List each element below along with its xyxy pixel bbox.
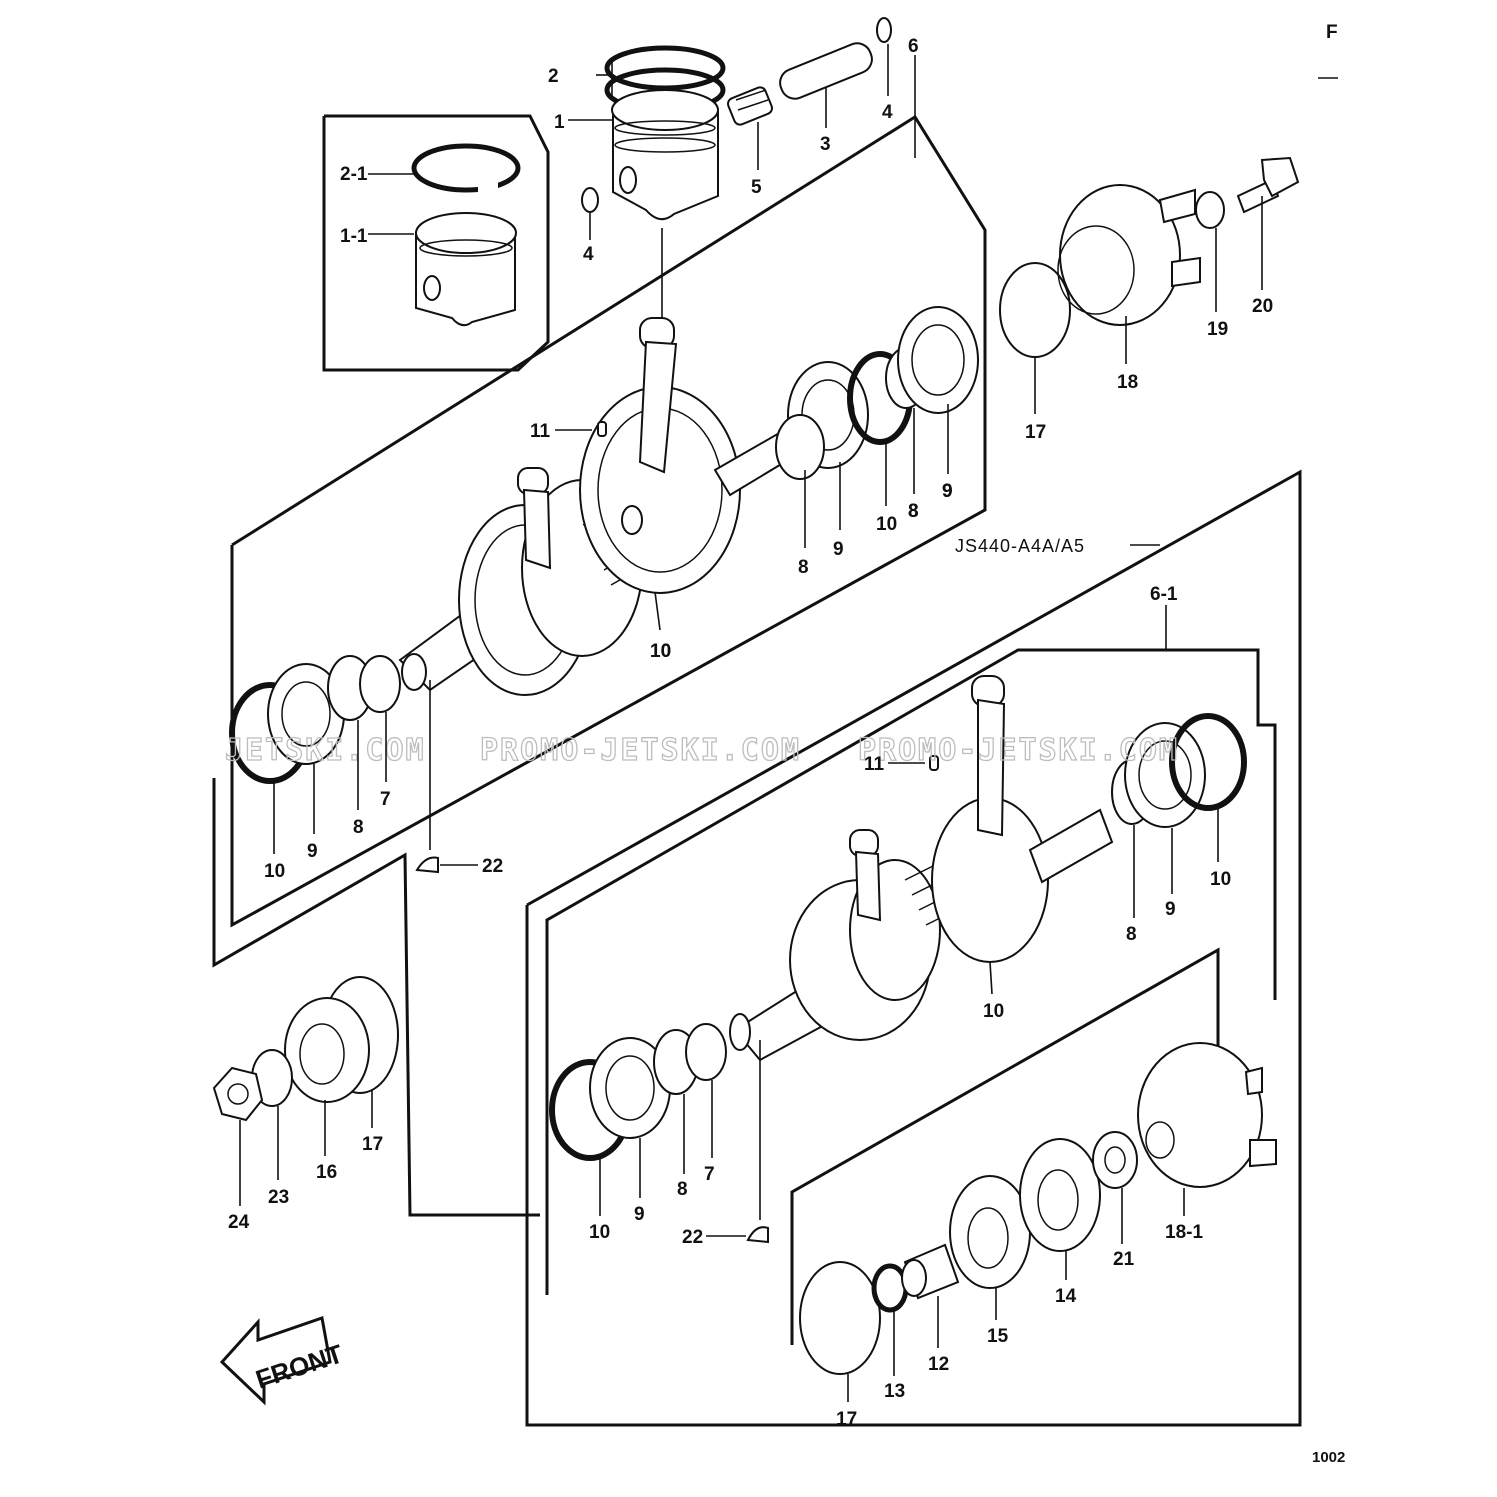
o-ring-13: [871, 1263, 909, 1313]
coupling-18-1: [1137, 1042, 1277, 1188]
part-label: 6: [908, 36, 919, 57]
leader-lines: [239, 196, 1263, 1402]
spacer-7-upper: [359, 655, 401, 713]
crankshaft-6-frame: [230, 114, 987, 928]
part-labels-upper: 1 2 2-1 1-1 3 4 4 5 6 11 8 9 10 8 9 10 8…: [264, 36, 1273, 882]
part-label: 4: [882, 102, 893, 123]
piston-1-1: [415, 212, 517, 327]
part-label: 17: [1025, 422, 1046, 443]
oil-seal-8-upper-1: [775, 414, 825, 480]
part-label: 17: [836, 1409, 857, 1430]
part-label: 3: [820, 134, 831, 155]
part-label: 10: [876, 514, 897, 535]
part-label: 22: [482, 856, 503, 877]
part-label: 5: [751, 177, 762, 198]
part-label: 2: [548, 66, 559, 87]
piston-ring-2-1: [411, 143, 521, 194]
part-label: 8: [908, 501, 919, 522]
part-label: 21: [1113, 1249, 1135, 1270]
washer-19: [1195, 191, 1225, 229]
model-variant-label: JS440-A4A/A5: [955, 536, 1085, 556]
oil-seal-16: [284, 997, 370, 1103]
part-label: 1-1: [340, 226, 368, 247]
crankshaft-6: [398, 317, 810, 696]
shim-17-lower: [799, 1261, 881, 1375]
part-label: 11: [530, 421, 551, 442]
crankshaft-6-1-frame: [525, 469, 1302, 1427]
page-code: 1002: [1312, 1449, 1345, 1466]
part-label: 2-1: [340, 164, 368, 185]
pin-11-lower: [929, 755, 939, 771]
front-direction-arrow: FRONT: [219, 1316, 347, 1406]
piston-inset-frame: [322, 114, 550, 372]
part-label: 10: [1210, 869, 1231, 890]
circlip-4-top: [876, 17, 892, 43]
part-label: 10: [983, 1001, 1004, 1022]
seal-group-frame: [212, 778, 540, 1217]
piston-pin-3: [779, 42, 873, 100]
circlip-4-left: [581, 187, 599, 213]
part-label: 19: [1207, 319, 1228, 340]
part-label: 9: [307, 841, 318, 862]
part-label: 9: [942, 481, 953, 502]
part-label: 10: [650, 641, 671, 662]
part-label: 7: [704, 1164, 715, 1185]
needle-bearing-5: [727, 86, 773, 126]
part-label: 14: [1055, 1286, 1077, 1307]
part-label: 23: [268, 1187, 289, 1208]
circlip-10-lower-right: [1169, 713, 1247, 811]
part-labels-lower: 6-1 11 8 9 10 10 10 9 8 7 22 17 13 12 15…: [589, 584, 1231, 1430]
part-label: 1: [554, 112, 565, 133]
coupling-18: [1057, 184, 1201, 326]
part-label: 6-1: [1150, 584, 1178, 605]
part-label: 9: [833, 539, 844, 560]
part-label: 9: [1165, 899, 1176, 920]
part-label: 17: [362, 1134, 383, 1155]
part-label: 8: [908, 501, 919, 522]
part-label: 9: [634, 1204, 645, 1225]
part-label: 18: [1117, 372, 1138, 393]
key-22-lower: [746, 1226, 769, 1244]
damper-15: [949, 1175, 1031, 1289]
part-label: 20: [1252, 296, 1273, 317]
part-label: 8: [353, 817, 364, 838]
part-label: 8: [798, 557, 809, 578]
watermark-1: JETSKI.COM: [225, 733, 426, 768]
part-label: 10: [589, 1222, 610, 1243]
part-label: 15: [987, 1326, 1009, 1347]
part-label: 12: [928, 1354, 949, 1375]
watermark-3: PROMO-JETSKI.COM: [858, 733, 1179, 768]
part-label: 13: [884, 1381, 905, 1402]
part-label: 8: [1126, 924, 1137, 945]
part-label: 7: [380, 789, 391, 810]
part-label: 16: [316, 1162, 337, 1183]
bolt-20: [1236, 156, 1300, 214]
crankshaft-6-1: [729, 675, 1114, 1062]
part-label: 18-1: [1165, 1222, 1203, 1243]
collar-12: [901, 1243, 960, 1300]
part-label: 24: [228, 1212, 250, 1233]
piston-1: [611, 89, 719, 221]
damper-14: [1019, 1138, 1101, 1252]
part-label: 8: [677, 1179, 688, 1200]
spacer-7-lower: [685, 1023, 727, 1081]
section-letter: F: [1326, 22, 1338, 43]
nut-24: [212, 1066, 264, 1122]
bearing-9-upper-2: [897, 306, 979, 414]
key-22-upper: [415, 856, 439, 874]
crankshaft-6-1-subframe: [545, 648, 1277, 1295]
pin-11-upper: [597, 421, 607, 437]
watermark-2: PROMO-JETSKI.COM: [480, 733, 801, 768]
part-label: 4: [583, 244, 594, 265]
shim-17-upper: [999, 262, 1071, 358]
part-label: 10: [650, 641, 671, 662]
part-label: 22: [682, 1227, 703, 1248]
part-label: 11: [864, 754, 885, 775]
part-label: 9: [942, 481, 953, 502]
washer-21: [1092, 1131, 1138, 1189]
part-labels-lower-left: 24 23 16 17: [228, 1134, 383, 1233]
part-label: 10: [264, 861, 285, 882]
